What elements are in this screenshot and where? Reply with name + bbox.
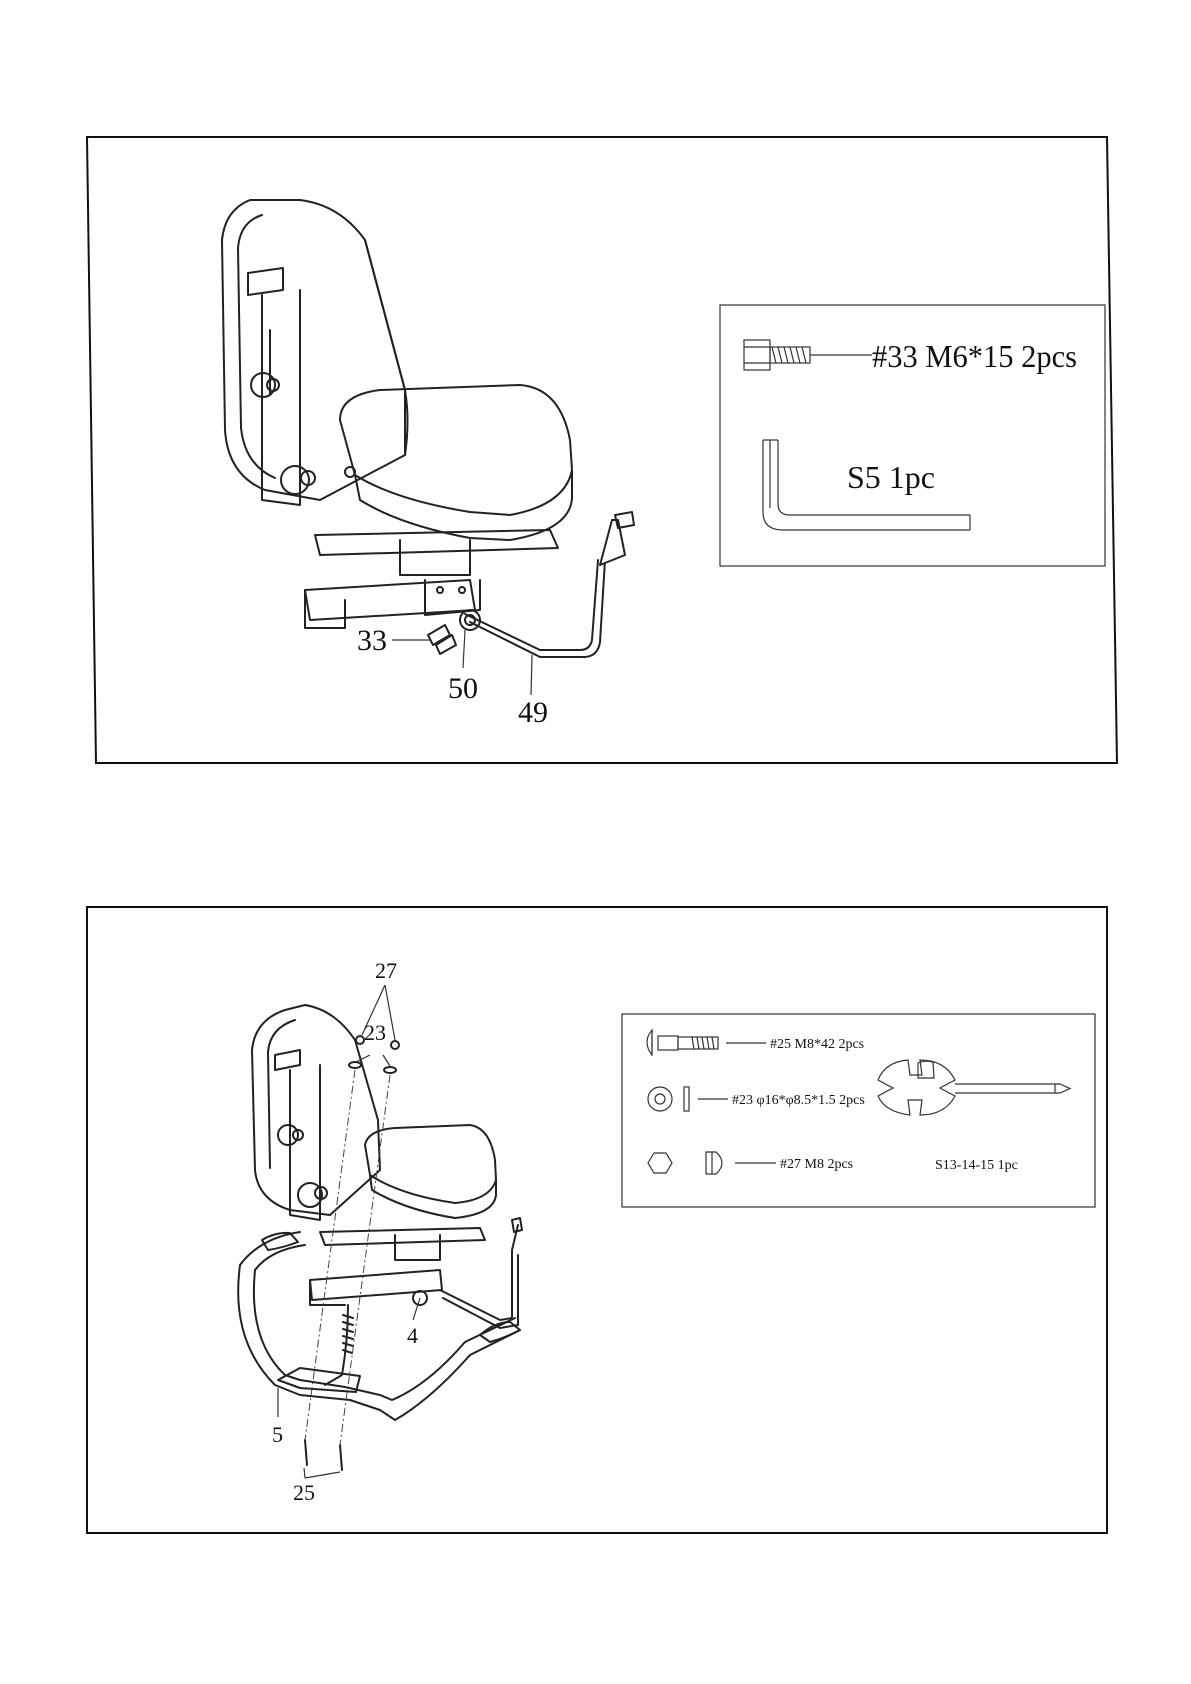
step2-panel: 27 23 4 5 25 #25 M8*42 2pcs [87,907,1107,1533]
step1-hardware-box: #33 M6*15 2pcs S5 1pc [720,305,1105,566]
step1-panel: 33 50 49 #33 M6*15 2pcs [87,137,1117,763]
multi-wrench-icon [878,1060,1070,1115]
callout-23: 23 [364,1020,386,1045]
carriage-bolt-spec: #25 M8*42 2pcs [770,1037,864,1052]
bolt-33-spec: #33 M6*15 2pcs [872,338,1077,374]
allen-key-spec: S5 1pc [847,459,935,495]
cap-nut-icon [648,1152,776,1174]
callout-27: 27 [375,958,397,983]
callout-25: 25 [293,1480,315,1505]
washer-spec: #23 φ16*φ8.5*1.5 2pcs [732,1093,865,1108]
callout-4: 4 [407,1323,418,1348]
callout-49: 49 [518,696,548,729]
step2-frame [87,907,1107,1533]
callout-50: 50 [448,672,478,705]
socket-cap-bolt-icon [744,340,872,370]
multi-wrench-spec: S13-14-15 1pc [935,1158,1018,1173]
callout-5: 5 [272,1422,283,1447]
cap-nut-spec: #27 M8 2pcs [780,1157,853,1172]
step2-seat-illustration [238,1005,522,1470]
carriage-bolt-icon [647,1030,766,1055]
washer-icon [648,1087,728,1111]
step1-seat-illustration [222,200,634,657]
callout-33: 33 [357,624,387,657]
step2-hardware-box: #25 M8*42 2pcs #23 φ16*φ8.5*1.5 2pcs #27… [622,1014,1095,1207]
